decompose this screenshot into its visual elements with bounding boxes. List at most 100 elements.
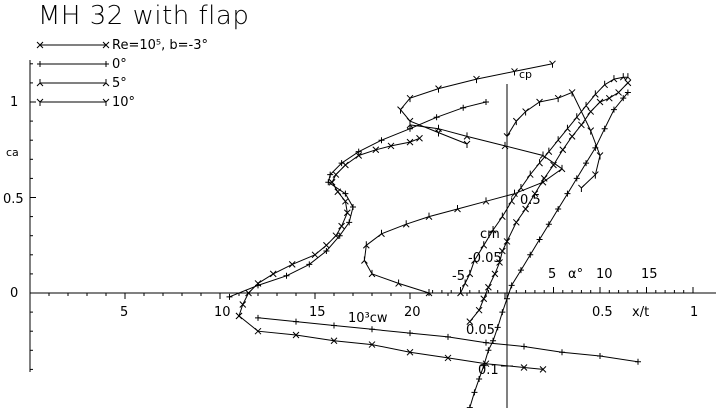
point-x-re-10-b-3--polar (269, 270, 277, 278)
point-x-re-10-b-3--polar (332, 171, 340, 178)
ca-tick-0-5: 0.5 (3, 192, 24, 207)
point-x-re-10-b-3--polar (342, 197, 349, 205)
point--0--polar-low (559, 349, 565, 356)
point--0--lift (485, 347, 492, 354)
point--0--polar (346, 219, 353, 226)
point-x-re-10-b-3--polar-low (292, 331, 300, 339)
point-tri-5--lift (466, 269, 474, 278)
point--0--polar (407, 125, 413, 132)
legend-label-2: 0° (112, 57, 127, 72)
point--0--polar (460, 104, 467, 111)
point-y-10--lift (568, 89, 576, 97)
alpha-tick-5: 5 (548, 267, 556, 282)
point--0--lift (564, 190, 571, 197)
point-tri-5--polar (501, 141, 509, 150)
point--0--polar (336, 232, 343, 239)
point-y-10--lift (522, 108, 529, 116)
legend-entry-1: Re=10⁵, b=-3° (40, 38, 208, 53)
point--0--lift (545, 221, 552, 228)
series-line-x-re-10-b-3--polar (238, 137, 420, 317)
legend-marker (36, 41, 44, 49)
legend-marker (37, 61, 43, 67)
point-x-re-10-b-3--lift (491, 270, 499, 278)
cw-tick-15: 15 (309, 305, 326, 320)
point-tri-5--lift (582, 101, 590, 110)
legend-entry-3: 5° (40, 76, 127, 91)
point-x-re-10-b-3--polar-low (254, 327, 262, 335)
point-x-re-10-b-3--lift (485, 283, 492, 291)
legend-entry-4: 10° (40, 95, 135, 110)
point-x-re-10-b-3--lift (615, 89, 622, 96)
point--0--lift (555, 205, 562, 212)
legend-marker (36, 79, 44, 87)
point-y-10--polar (511, 68, 518, 76)
point-y-10--lift (587, 127, 595, 135)
legend: Re=10⁵, b=-3° 0° 5° 10° (36, 38, 208, 110)
point--0--polar (378, 137, 385, 144)
point-tri-5--polar (368, 269, 376, 278)
point--0--polar (255, 282, 261, 289)
point-x-re-10-b-3--lift (605, 94, 613, 102)
point--0--lift (499, 309, 506, 316)
point-tri-5--lift (498, 212, 506, 220)
point-x-re-10-b-3--lift (466, 318, 474, 326)
point--0--polar (342, 190, 349, 197)
point--0--lift (508, 282, 515, 289)
series-line--0--polar (229, 101, 487, 298)
legend-marker (102, 41, 110, 49)
point-tri-5--lift (573, 113, 581, 121)
point-tri-5--lift (601, 80, 609, 89)
point--0--lift (471, 389, 478, 396)
alpha-tick-10: 10 (596, 267, 613, 282)
series-line-y-10--lift (506, 91, 601, 189)
point-x-re-10-b-3--polar (323, 241, 330, 249)
point-y-10--polar (435, 129, 442, 137)
point--0--polar (323, 247, 330, 254)
legend-markers (36, 41, 110, 106)
point-tri-5--lift (564, 124, 571, 133)
point-x-re-10-b-3--polar-low (235, 312, 243, 320)
point-tri-5--polar (378, 229, 385, 238)
point-tri-5--lift (480, 241, 488, 249)
point-x-re-10-b-3--polar (245, 289, 252, 297)
point-tri-5--polar (558, 164, 566, 173)
point-tri-5--polar (361, 256, 368, 264)
point-x-re-10-b-3--polar-low (406, 348, 414, 356)
ca-axis-ticks (30, 63, 36, 370)
xt-tick-1: 1 (690, 305, 698, 320)
legend-marker (103, 61, 109, 67)
point-x-re-10-b-3--lift (540, 175, 548, 182)
point-x-re-10-b-3--lift (587, 108, 595, 115)
point-y-10--lift (578, 184, 585, 192)
legend-marker (102, 79, 110, 87)
point--0--lift (527, 251, 534, 258)
point-x-re-10-b-3--lift (568, 133, 576, 140)
point-x-re-10-b-3--polar (328, 178, 336, 186)
point--0--lift (610, 106, 617, 113)
point-y-10--lift (536, 98, 543, 106)
point-y-10--polar (473, 75, 480, 84)
legend-label-3: 5° (112, 76, 127, 91)
alpha-tick-15: 15 (641, 267, 658, 282)
cw-axis-label: 10³cw (348, 311, 388, 326)
point--0--lift (476, 375, 483, 382)
point--0--lift (624, 89, 631, 96)
point--0--lift (466, 404, 473, 408)
point--0--lift (620, 95, 627, 102)
point-tri-5--lift (461, 279, 469, 287)
chart-title: MH 32 with flap (38, 1, 249, 31)
point-tri-5--lift (508, 197, 516, 205)
cm-tick-0-05: 0.05 (466, 323, 495, 338)
point--0--polar-low (293, 318, 299, 325)
point-x-re-10-b-3--lift (498, 247, 506, 255)
point-tri-5--polar (425, 212, 433, 220)
point-tri-5--polar (425, 289, 433, 297)
series-line-x-re-10-b-3--lift (469, 82, 629, 322)
point-tri-5--lift (536, 159, 543, 167)
point-tri-5--lift (545, 147, 553, 156)
point-tri-5--lift (471, 256, 478, 264)
point-x-re-10-b-3--lift (475, 306, 483, 314)
point--0--polar (226, 293, 233, 300)
cw-tick-5: 5 (120, 305, 128, 320)
point-tri-5--polar (454, 204, 461, 213)
